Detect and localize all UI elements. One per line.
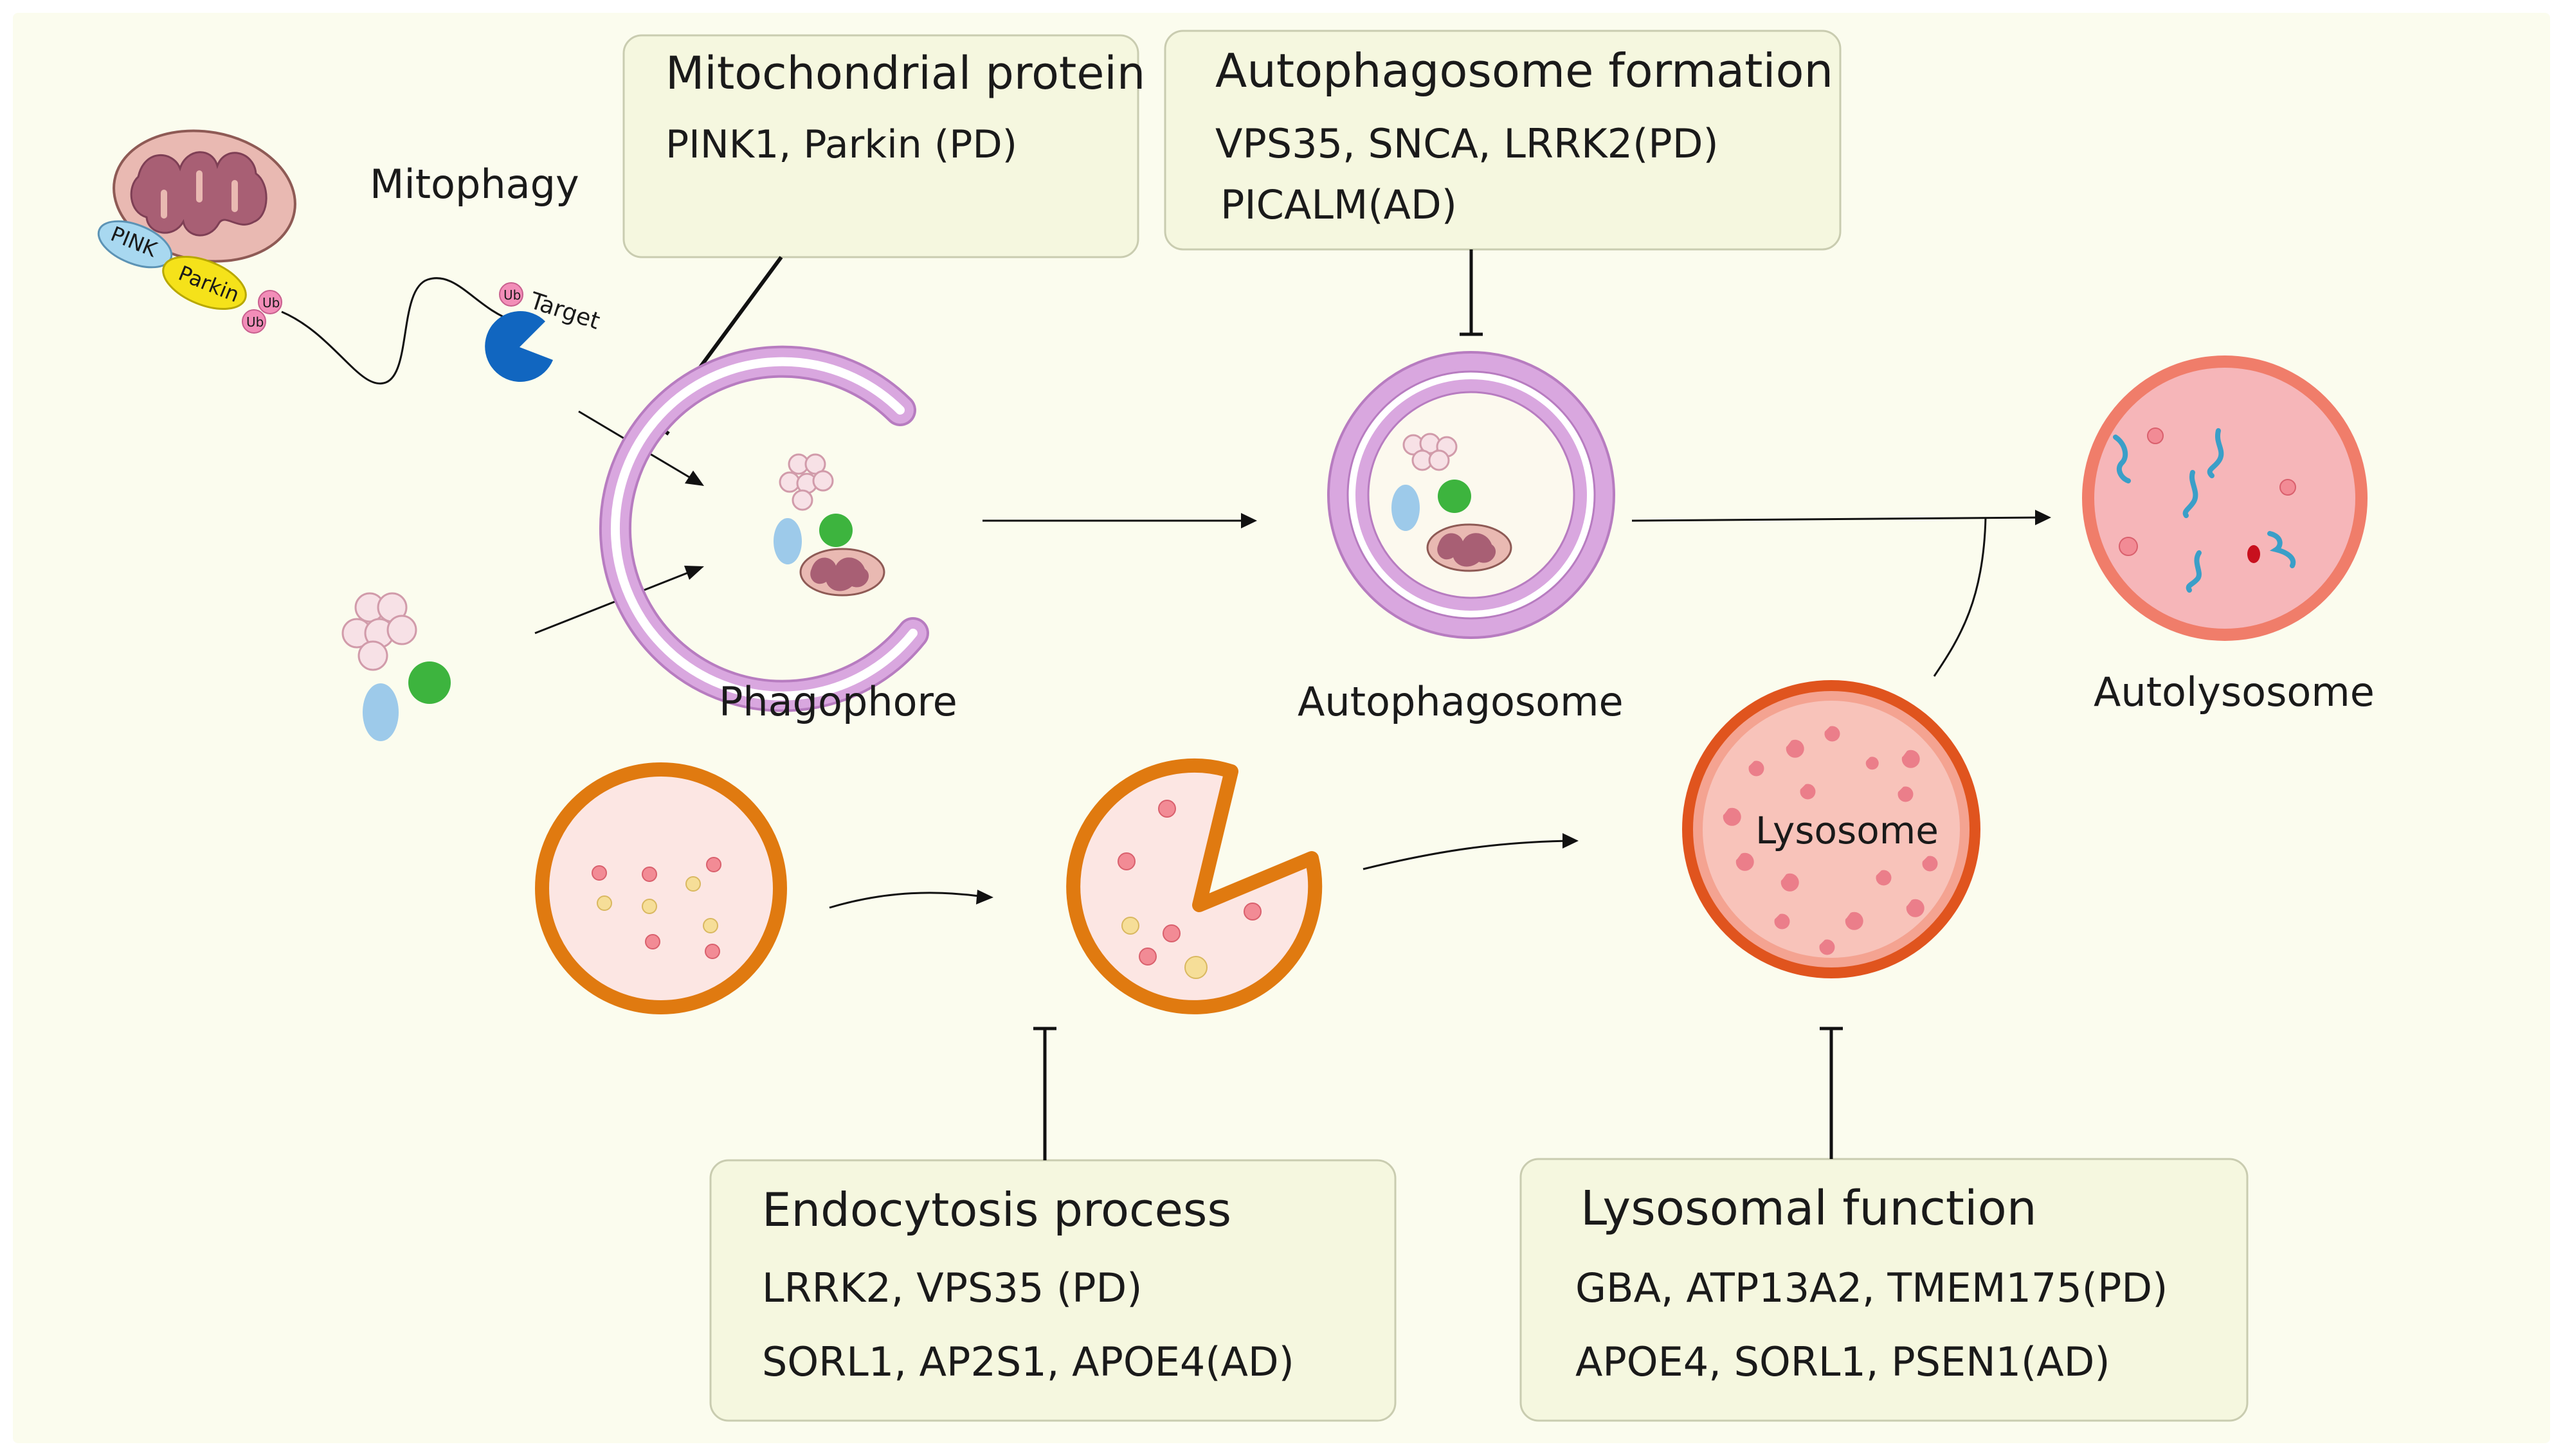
lysosomal-function-box: Lysosomal function GBA, ATP13A2, TMEM175…	[1519, 1158, 2249, 1422]
target-protein-icon	[485, 310, 553, 382]
autophagosome-label: Autophagosome	[1298, 678, 1624, 725]
autophagosome-aggregate-icon	[1402, 433, 1458, 471]
maturing-endosome-illustration	[1066, 758, 1323, 1014]
phagophore-aggregate-icon	[779, 453, 834, 511]
arrow-autophagosome-to-autolysosome	[1631, 510, 2051, 525]
arrow-endosome-to-partial	[829, 890, 993, 909]
early-endosome-membrane	[535, 762, 787, 1014]
autophagosome-formation-box: Autophagosome formation VPS35, SNCA, LRR…	[1164, 30, 1842, 251]
autophagosome-formation-title: Autophagosome formation	[1215, 44, 1833, 98]
diagram-background	[13, 13, 2550, 1443]
lysosome-illustration: Lysosome	[1682, 680, 1980, 978]
mitophagy-label: Mitophagy	[370, 161, 579, 208]
protein-aggregate-icon	[341, 592, 417, 671]
endocytosis-process-box: Endocytosis process LRRK2, VPS35 (PD) SO…	[709, 1159, 1397, 1422]
ub-icon-2	[242, 309, 266, 334]
lysosome-label: Lysosome	[1755, 809, 1939, 852]
autolysosome-illustration: Autolysosome	[2082, 355, 2375, 715]
parkin-protein-icon	[162, 255, 247, 310]
inhibition-box-to-endosome	[1033, 1027, 1056, 1160]
ub-label-1: Ub	[262, 295, 280, 310]
cytoplasmic-cargo	[341, 592, 451, 741]
autophagosome-green-particle	[1438, 480, 1471, 513]
autophagosome-light-blue-organelle	[1391, 485, 1420, 531]
lysosomal-function-genes-pd: GBA, ATP13A2, TMEM175(PD)	[1575, 1264, 2168, 1311]
maturing-endosome-membrane	[1066, 758, 1323, 1014]
ub-icon-3	[499, 282, 523, 307]
ubiquitin-tether-line	[281, 277, 515, 385]
green-particle	[408, 661, 451, 704]
mitochondrial-protein-title: Mitochondrial protein	[666, 47, 1145, 100]
light-blue-organelle	[363, 683, 399, 741]
lysosomal-function-genes-ad: APOE4, SORL1, PSEN1(AD)	[1575, 1338, 2110, 1385]
lysosomal-function-title: Lysosomal function	[1580, 1181, 2037, 1236]
phagophore-green-particle	[819, 514, 853, 547]
endocytosis-process-genes-pd: LRRK2, VPS35 (PD)	[762, 1264, 1142, 1311]
ub-icon-1	[258, 290, 282, 314]
autophagosome-formation-genes-ad: PICALM(AD)	[1220, 181, 1457, 228]
phagophore-label: Phagophore	[719, 678, 957, 725]
ub-label-2: Ub	[246, 314, 264, 330]
degraded-fragments	[2113, 428, 2296, 593]
autophagosome-formation-genes-pd: VPS35, SNCA, LRRK2(PD)	[1215, 120, 1719, 167]
mitochondrial-protein-box: Mitochondrial protein PINK1, Parkin (PD)	[622, 34, 1145, 258]
inhibition-box-to-autophagosome	[1460, 249, 1483, 336]
mitochondrial-protein-genes: PINK1, Parkin (PD)	[666, 122, 1017, 167]
lysosome-enzymes	[1723, 726, 1938, 955]
autolysosome-label: Autolysosome	[2094, 669, 2375, 715]
lysosome-lumen	[1703, 701, 1960, 958]
ub-label-3: Ub	[503, 287, 521, 303]
phagophore-light-blue-organelle	[774, 518, 802, 564]
phagophore-illustration: Phagophore	[599, 345, 957, 725]
inhibition-box-to-lysosome	[1820, 1027, 1843, 1159]
arrow-partial-to-lysosome	[1363, 833, 1579, 870]
arrow-lysosome-to-autolysosome	[1933, 517, 1987, 677]
endocytosis-process-title: Endocytosis process	[762, 1183, 1231, 1237]
endocytosis-process-genes-ad: SORL1, AP2S1, APOE4(AD)	[762, 1338, 1294, 1385]
autophagosome-illustration: Autophagosome	[1298, 351, 1624, 725]
arrow-phagophore-to-autophagosome	[983, 513, 1257, 528]
early-endosome-illustration	[535, 762, 787, 1014]
autolysosome-lumen	[2094, 368, 2355, 629]
